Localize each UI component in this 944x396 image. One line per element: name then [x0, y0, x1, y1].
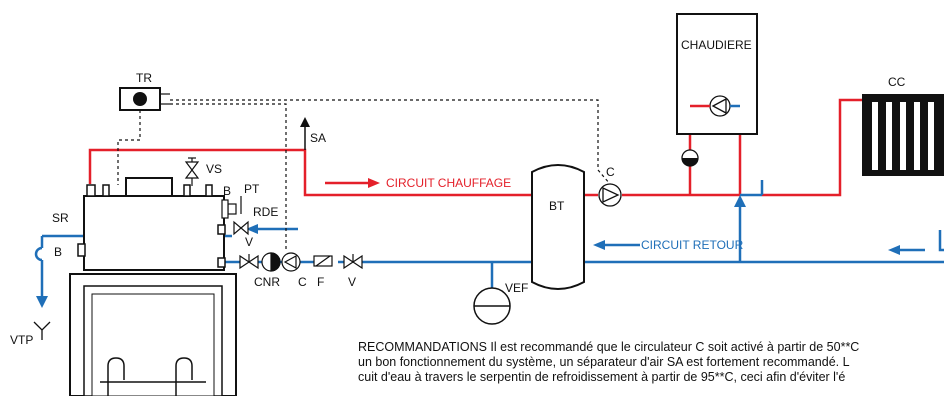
cc-label: CC — [888, 75, 906, 89]
rde-label: RDE — [253, 205, 278, 219]
f-label: F — [317, 275, 324, 289]
vs-valve — [184, 157, 200, 186]
b-pt-valve — [221, 196, 249, 236]
c-bottom-label: C — [298, 275, 307, 289]
chauffage-arrow — [325, 178, 380, 188]
tr-control — [117, 87, 611, 250]
vef-label: VEF — [505, 281, 528, 295]
vtp-down-arrow — [36, 296, 48, 308]
retour-arrow — [593, 240, 640, 250]
rde-arrow — [246, 224, 298, 234]
stove — [69, 177, 237, 396]
chaudiere-boiler — [676, 13, 758, 167]
cc-radiator — [862, 94, 944, 176]
recommendation-line: cuit d'eau à travers le serpentin de ref… — [358, 370, 846, 384]
vtp-label: VTP — [10, 333, 33, 347]
vtp-funnel — [33, 321, 51, 340]
vs-label: VS — [206, 162, 222, 176]
tr-label: TR — [136, 71, 152, 85]
bt-tank — [531, 164, 585, 290]
circuit-retour-label: CIRCUIT RETOUR — [641, 238, 744, 252]
bt-label: BT — [549, 199, 565, 213]
sa-arrow — [300, 117, 310, 150]
chaudiere-label: CHAUDIERE — [681, 38, 752, 52]
pt-label: PT — [244, 182, 260, 196]
b-left-label: B — [54, 245, 62, 259]
cnr-label: CNR — [254, 275, 280, 289]
recommendation-line: un bon fonctionnement du système, un sép… — [358, 355, 850, 369]
c-top-label: C — [606, 165, 615, 179]
b-top-label: B — [223, 184, 231, 198]
return-up-arrow — [734, 195, 746, 215]
sa-label: SA — [310, 131, 326, 145]
return-components — [239, 252, 363, 272]
v-right-label: V — [348, 275, 356, 289]
sr-label: SR — [52, 211, 69, 225]
v-left-label: V — [245, 235, 253, 249]
recommendation-line: RECOMMANDATIONS Il est recommandé que le… — [358, 340, 860, 354]
right-return-arrow — [888, 245, 925, 255]
recommendations-text: RECOMMANDATIONS Il est recommandé que le… — [358, 340, 944, 385]
circuit-chauffage-label: CIRCUIT CHAUFFAGE — [386, 176, 511, 190]
c-top-pump — [598, 183, 622, 207]
vef-vessel — [473, 287, 511, 325]
